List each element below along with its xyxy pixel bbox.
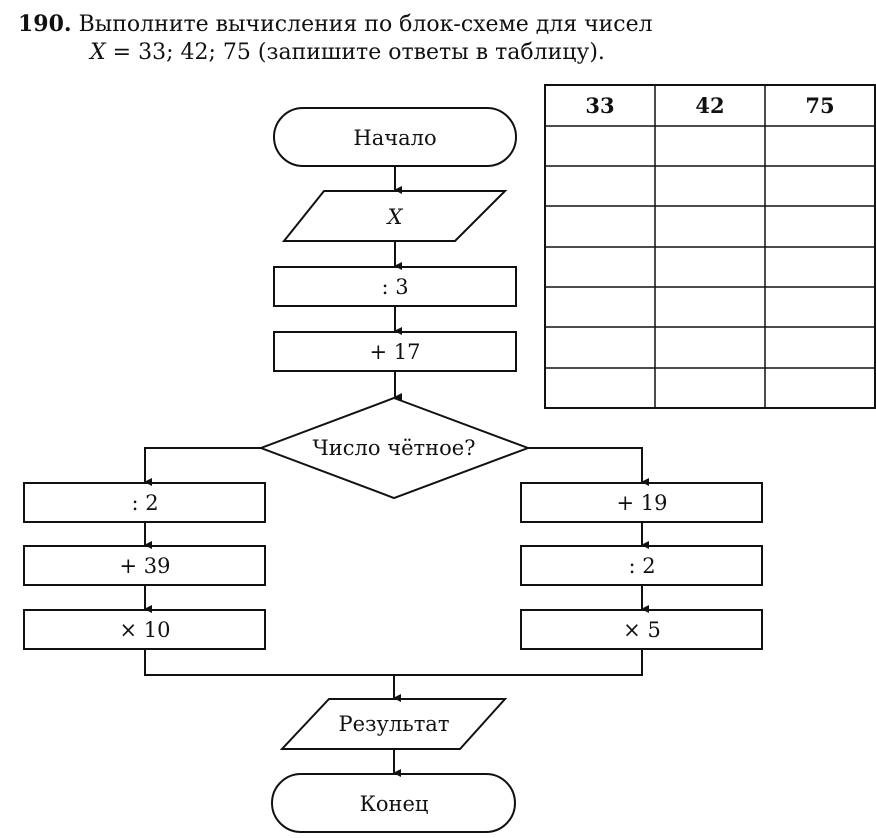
- task-number: 190.: [18, 11, 72, 37]
- task-statement: 190. Выполните вычисления по блок-схеме …: [18, 10, 653, 67]
- task-line-1: 190. Выполните вычисления по блок-схеме …: [18, 10, 653, 39]
- table-header-42: 42: [695, 93, 724, 118]
- answer-table: 33 42 75: [544, 84, 876, 409]
- output-parallelogram: [279, 698, 508, 750]
- right-step-2-label: : 2: [628, 554, 655, 578]
- right-step-1-label: + 19: [617, 491, 668, 515]
- task-variable: X: [90, 40, 106, 65]
- step1-label: : 3: [381, 275, 408, 299]
- left-step-1-label: : 2: [131, 491, 158, 515]
- end-label: Конец: [360, 792, 429, 816]
- decision-label: Число чётное?: [313, 436, 476, 460]
- table-header-33: 33: [585, 93, 614, 118]
- task-text-2: = 33; 42; 75 (запишите ответы в таблицу)…: [105, 40, 605, 65]
- output-label: Результат: [339, 712, 450, 736]
- left-step-3-label: × 10: [120, 618, 171, 642]
- input-parallelogram: [281, 190, 508, 242]
- connectors: [144, 166, 649, 777]
- step2-label: + 17: [370, 340, 421, 364]
- start-label: Начало: [353, 126, 436, 150]
- decision-diamond: [258, 396, 531, 500]
- left-step-2-label: + 39: [120, 554, 171, 578]
- task-text-1: Выполните вычисления по блок-схеме для ч…: [78, 12, 653, 37]
- input-label: X: [386, 205, 404, 229]
- task-line-2: X = 33; 42; 75 (запишите ответы в таблиц…: [18, 39, 653, 67]
- right-step-3-label: × 5: [623, 618, 661, 642]
- table-header-75: 75: [805, 93, 834, 118]
